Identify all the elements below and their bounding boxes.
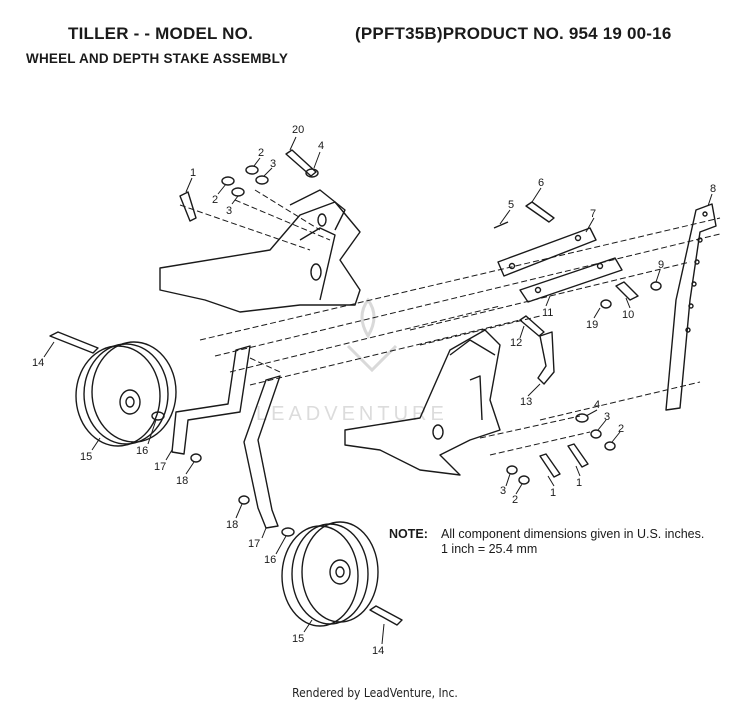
callout-4: 4 [318, 140, 324, 152]
right-wheel [281, 521, 379, 627]
title-model: TILLER - - MODEL NO. [68, 24, 254, 43]
callout-1: 1 [576, 477, 582, 489]
callout-18: 18 [226, 519, 238, 531]
callout-7: 7 [590, 208, 596, 220]
note-line-2: 1 inch = 25.4 mm [441, 542, 538, 556]
callout-1: 1 [550, 487, 556, 499]
left-frame-bracket [159, 189, 361, 313]
callout-15: 15 [80, 451, 92, 463]
callout-18: 18 [176, 475, 188, 487]
callout-16: 16 [264, 554, 276, 566]
callout-19: 19 [586, 319, 598, 331]
callout-15: 15 [292, 633, 304, 645]
callout-11: 11 [542, 307, 553, 319]
note-line-1: All component dimensions given in U.S. i… [441, 527, 705, 541]
callout-3: 3 [270, 158, 276, 170]
callout-17: 17 [248, 538, 260, 550]
callout-3: 3 [604, 411, 610, 423]
callout-numbers: 20 4 2 3 1 2 3 6 5 7 8 9 10 11 19 12 13 … [32, 124, 716, 657]
callout-6: 6 [538, 177, 544, 189]
leader-lines [43, 136, 713, 645]
callout-3: 3 [500, 485, 506, 497]
callout-16: 16 [136, 445, 148, 457]
depth-stake [665, 203, 717, 411]
watermark-logo [346, 297, 398, 373]
callout-10: 10 [622, 309, 634, 321]
footer-credit: Rendered by LeadVenture, Inc. [292, 686, 458, 700]
callout-3: 3 [226, 205, 232, 217]
watermark-text: LEADVENTURE [256, 403, 448, 425]
callout-9: 9 [658, 259, 664, 271]
callout-17: 17 [154, 461, 166, 473]
callout-20: 20 [292, 124, 304, 136]
callout-8: 8 [710, 183, 716, 195]
callout-4: 4 [594, 399, 600, 411]
fasteners [49, 149, 662, 626]
callout-2: 2 [258, 147, 264, 159]
callout-14: 14 [372, 645, 384, 657]
note-label: NOTE: [389, 527, 428, 541]
dimension-note: NOTE: All component dimensions given in U… [389, 527, 704, 557]
callout-2: 2 [212, 194, 218, 206]
right-frame-bracket [344, 329, 501, 476]
wheel-brackets [171, 345, 281, 529]
callout-1: 1 [190, 167, 196, 179]
left-wheel [75, 341, 177, 447]
strap-assemblies [497, 227, 623, 385]
callout-12: 12 [510, 337, 522, 349]
callout-14: 14 [32, 357, 44, 369]
callout-13: 13 [520, 396, 532, 408]
title-product-number: (PPFT35B)PRODUCT NO. 954 19 00-16 [355, 24, 672, 43]
callout-5: 5 [508, 199, 514, 211]
callout-2: 2 [512, 494, 518, 506]
callout-2: 2 [618, 423, 624, 435]
assembly-subtitle: WHEEL AND DEPTH STAKE ASSEMBLY [26, 51, 289, 66]
